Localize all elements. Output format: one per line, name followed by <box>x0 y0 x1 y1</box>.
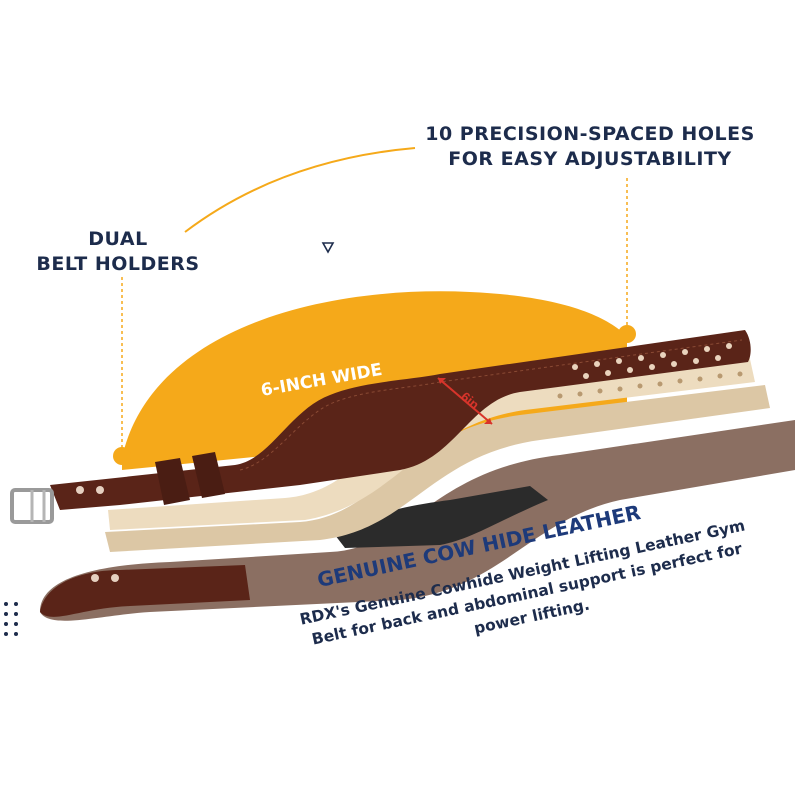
accent-curve <box>184 147 416 233</box>
play-triangle-icon <box>321 242 335 254</box>
belt-layer-brown <box>50 330 751 510</box>
rivet <box>91 574 99 582</box>
belt-black-pad <box>335 486 548 548</box>
rivet <box>76 486 84 494</box>
holders-callout-line2: BELT HOLDERS <box>36 252 200 275</box>
dot-pattern <box>4 602 18 636</box>
belt-holder-right <box>192 452 225 498</box>
holes-marker <box>618 325 636 343</box>
rivet <box>111 574 119 582</box>
belt-layer-tan-lower <box>105 385 770 552</box>
belt-holder-left <box>155 458 190 505</box>
holes-row-tan <box>557 371 743 399</box>
holes-callout: 10 PRECISION-SPACED HOLES FOR EASY ADJUS… <box>395 122 785 171</box>
holes-row-brown <box>572 343 732 379</box>
holders-callout-line1: DUAL <box>88 228 148 250</box>
holes-callout-line2: FOR EASY ADJUSTABILITY <box>448 147 732 170</box>
stitching <box>239 339 743 471</box>
width-measure-arrow <box>437 377 493 425</box>
buckle-icon <box>10 488 54 524</box>
holders-marker <box>113 447 131 465</box>
holes-callout-line1: 10 PRECISION-SPACED HOLES <box>425 123 755 145</box>
rivet <box>96 486 104 494</box>
holders-callout: DUAL BELT HOLDERS <box>18 227 218 276</box>
